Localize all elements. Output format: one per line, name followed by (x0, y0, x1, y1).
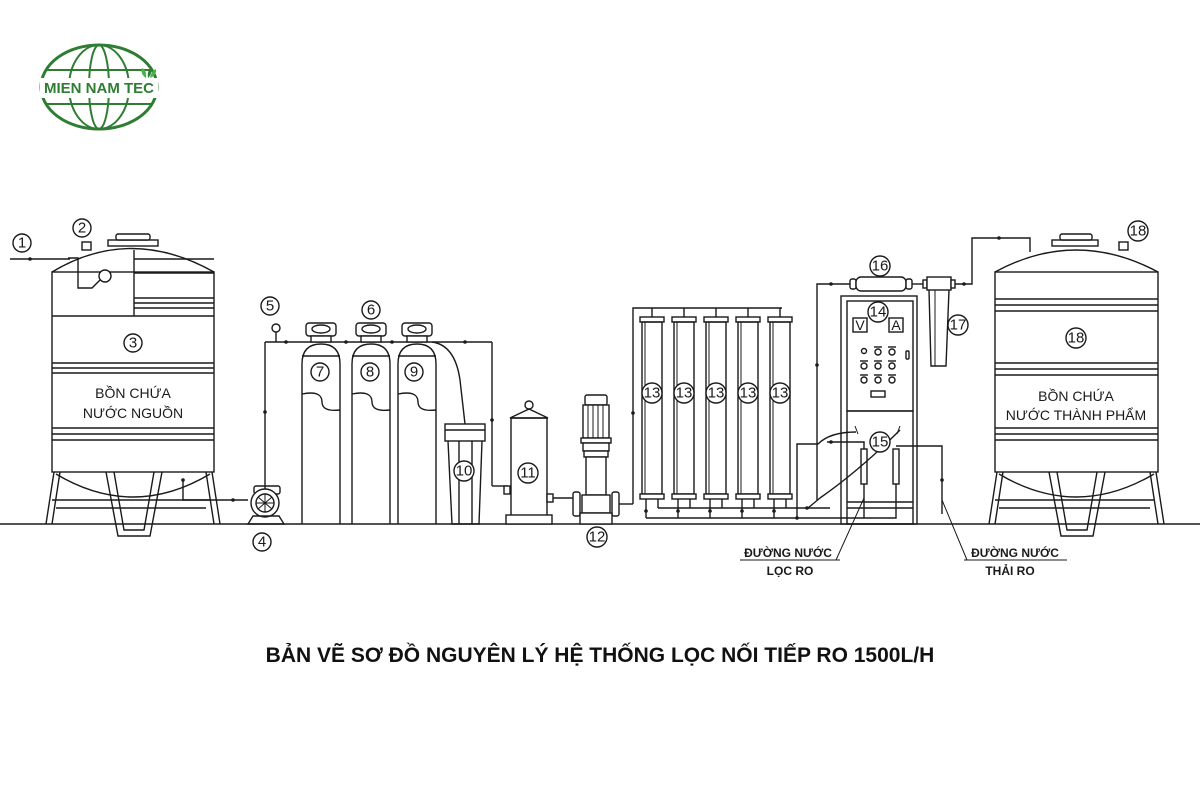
filter-column-8 (351, 322, 391, 524)
marker-5: 5 (260, 296, 280, 316)
marker-13-1: 13 (641, 382, 663, 404)
marker-13-4: 13 (737, 382, 759, 404)
waste-line-callout: ĐƯỜNG NƯỚC THẢI RO (941, 499, 1067, 578)
svg-text:12: 12 (589, 529, 606, 546)
waste-line-label-2: THẢI RO (985, 563, 1034, 578)
ro-membrane-1 (639, 316, 665, 500)
ammeter (888, 317, 904, 333)
marker-15: 15 (869, 431, 891, 453)
svg-text:2: 2 (78, 220, 86, 237)
company-logo: MIEN NAM TEC (39, 43, 159, 131)
number-markers: 1 2 3 4 5 6 7 8 9 10 11 12 13 13 13 13 1… (12, 218, 1149, 552)
svg-text:6: 6 (367, 302, 375, 319)
source-tank: BỒN CHỨA NƯỚC NGUỒN (10, 233, 248, 537)
filter-column-9 (397, 322, 466, 524)
permeate-line-label-1: ĐƯỜNG NƯỚC (744, 545, 832, 560)
svg-text:1: 1 (18, 235, 26, 252)
ro-membrane-4 (735, 316, 761, 500)
marker-4: 4 (252, 532, 272, 552)
svg-text:13: 13 (708, 385, 725, 402)
svg-text:17: 17 (950, 317, 967, 334)
svg-text:8: 8 (366, 364, 374, 381)
pressure-gauge-icon (271, 323, 281, 333)
svg-text:13: 13 (740, 385, 757, 402)
permeate-line-label-2: LỌC RO (767, 564, 814, 578)
svg-text:18: 18 (1068, 330, 1085, 347)
flowmeter-permeate (860, 448, 868, 485)
marker-17: 17 (947, 314, 969, 336)
marker-13-3: 13 (705, 382, 727, 404)
marker-10: 10 (453, 460, 475, 482)
source-tank-label-line1: BỒN CHỨA (95, 384, 171, 401)
svg-text:16: 16 (872, 258, 889, 275)
ro-membrane-3 (703, 316, 729, 500)
voltmeter (852, 317, 868, 333)
permeate-pipeline (815, 236, 1031, 500)
svg-text:7: 7 (316, 364, 324, 381)
uv-sterilizer (849, 276, 913, 292)
source-tank-label-line2: NƯỚC NGUỒN (83, 404, 183, 421)
polishing-filter (922, 276, 956, 367)
high-pressure-pump (572, 394, 633, 525)
svg-text:4: 4 (258, 534, 266, 551)
brine-tank (444, 423, 486, 525)
marker-13-5: 13 (769, 382, 791, 404)
product-tank: BỒN CHỨA NƯỚC THÀNH PHẨM (988, 233, 1165, 537)
ro-membrane-array (631, 307, 846, 520)
marker-18-top: 18 (1127, 220, 1149, 242)
svg-text:13: 13 (676, 385, 693, 402)
svg-text:15: 15 (872, 434, 889, 451)
marker-1: 1 (12, 233, 32, 253)
logo-text: MIEN NAM TEC (44, 80, 154, 97)
svg-text:14: 14 (870, 304, 887, 321)
control-panel: V A (796, 295, 944, 525)
svg-text:10: 10 (456, 463, 473, 480)
svg-text:13: 13 (772, 385, 789, 402)
marker-2: 2 (72, 218, 92, 238)
filter-column-7 (301, 322, 341, 524)
marker-18-body: 18 (1065, 327, 1087, 349)
marker-7: 7 (310, 362, 330, 382)
ro-membrane-5 (767, 316, 793, 500)
marker-3: 3 (123, 333, 143, 353)
marker-12: 12 (586, 526, 608, 548)
svg-text:5: 5 (266, 298, 274, 315)
cartridge-filter-housing (503, 400, 578, 525)
panel-switches (860, 346, 910, 398)
svg-text:9: 9 (410, 364, 418, 381)
marker-9: 9 (404, 362, 424, 382)
marker-6: 6 (361, 300, 381, 320)
svg-text:18: 18 (1130, 223, 1147, 240)
marker-14: 14 (867, 301, 889, 323)
waste-line-label-1: ĐƯỜNG NƯỚC (971, 545, 1059, 560)
ro-membrane-2 (671, 316, 697, 500)
voltmeter-label: V (855, 317, 865, 333)
product-tank-label-line1: BỒN CHỨA (1038, 387, 1114, 404)
marker-16: 16 (869, 255, 891, 277)
marker-8: 8 (360, 362, 380, 382)
svg-text:11: 11 (520, 465, 536, 482)
ammeter-label: A (891, 317, 901, 333)
marker-11: 11 (517, 462, 539, 484)
marker-13-2: 13 (673, 382, 695, 404)
svg-text:3: 3 (129, 335, 137, 352)
product-tank-label-line2: NƯỚC THÀNH PHẨM (1006, 406, 1146, 423)
leaf-icon (141, 68, 157, 78)
svg-text:13: 13 (644, 385, 661, 402)
permeate-line-callout: ĐƯỜNG NƯỚC LỌC RO (740, 497, 865, 578)
flowmeter-concentrate (892, 448, 900, 485)
feed-pump (246, 342, 286, 525)
diagram-title: BẢN VẼ SƠ ĐỒ NGUYÊN LÝ HỆ THỐNG LỌC NỐI … (265, 644, 935, 667)
